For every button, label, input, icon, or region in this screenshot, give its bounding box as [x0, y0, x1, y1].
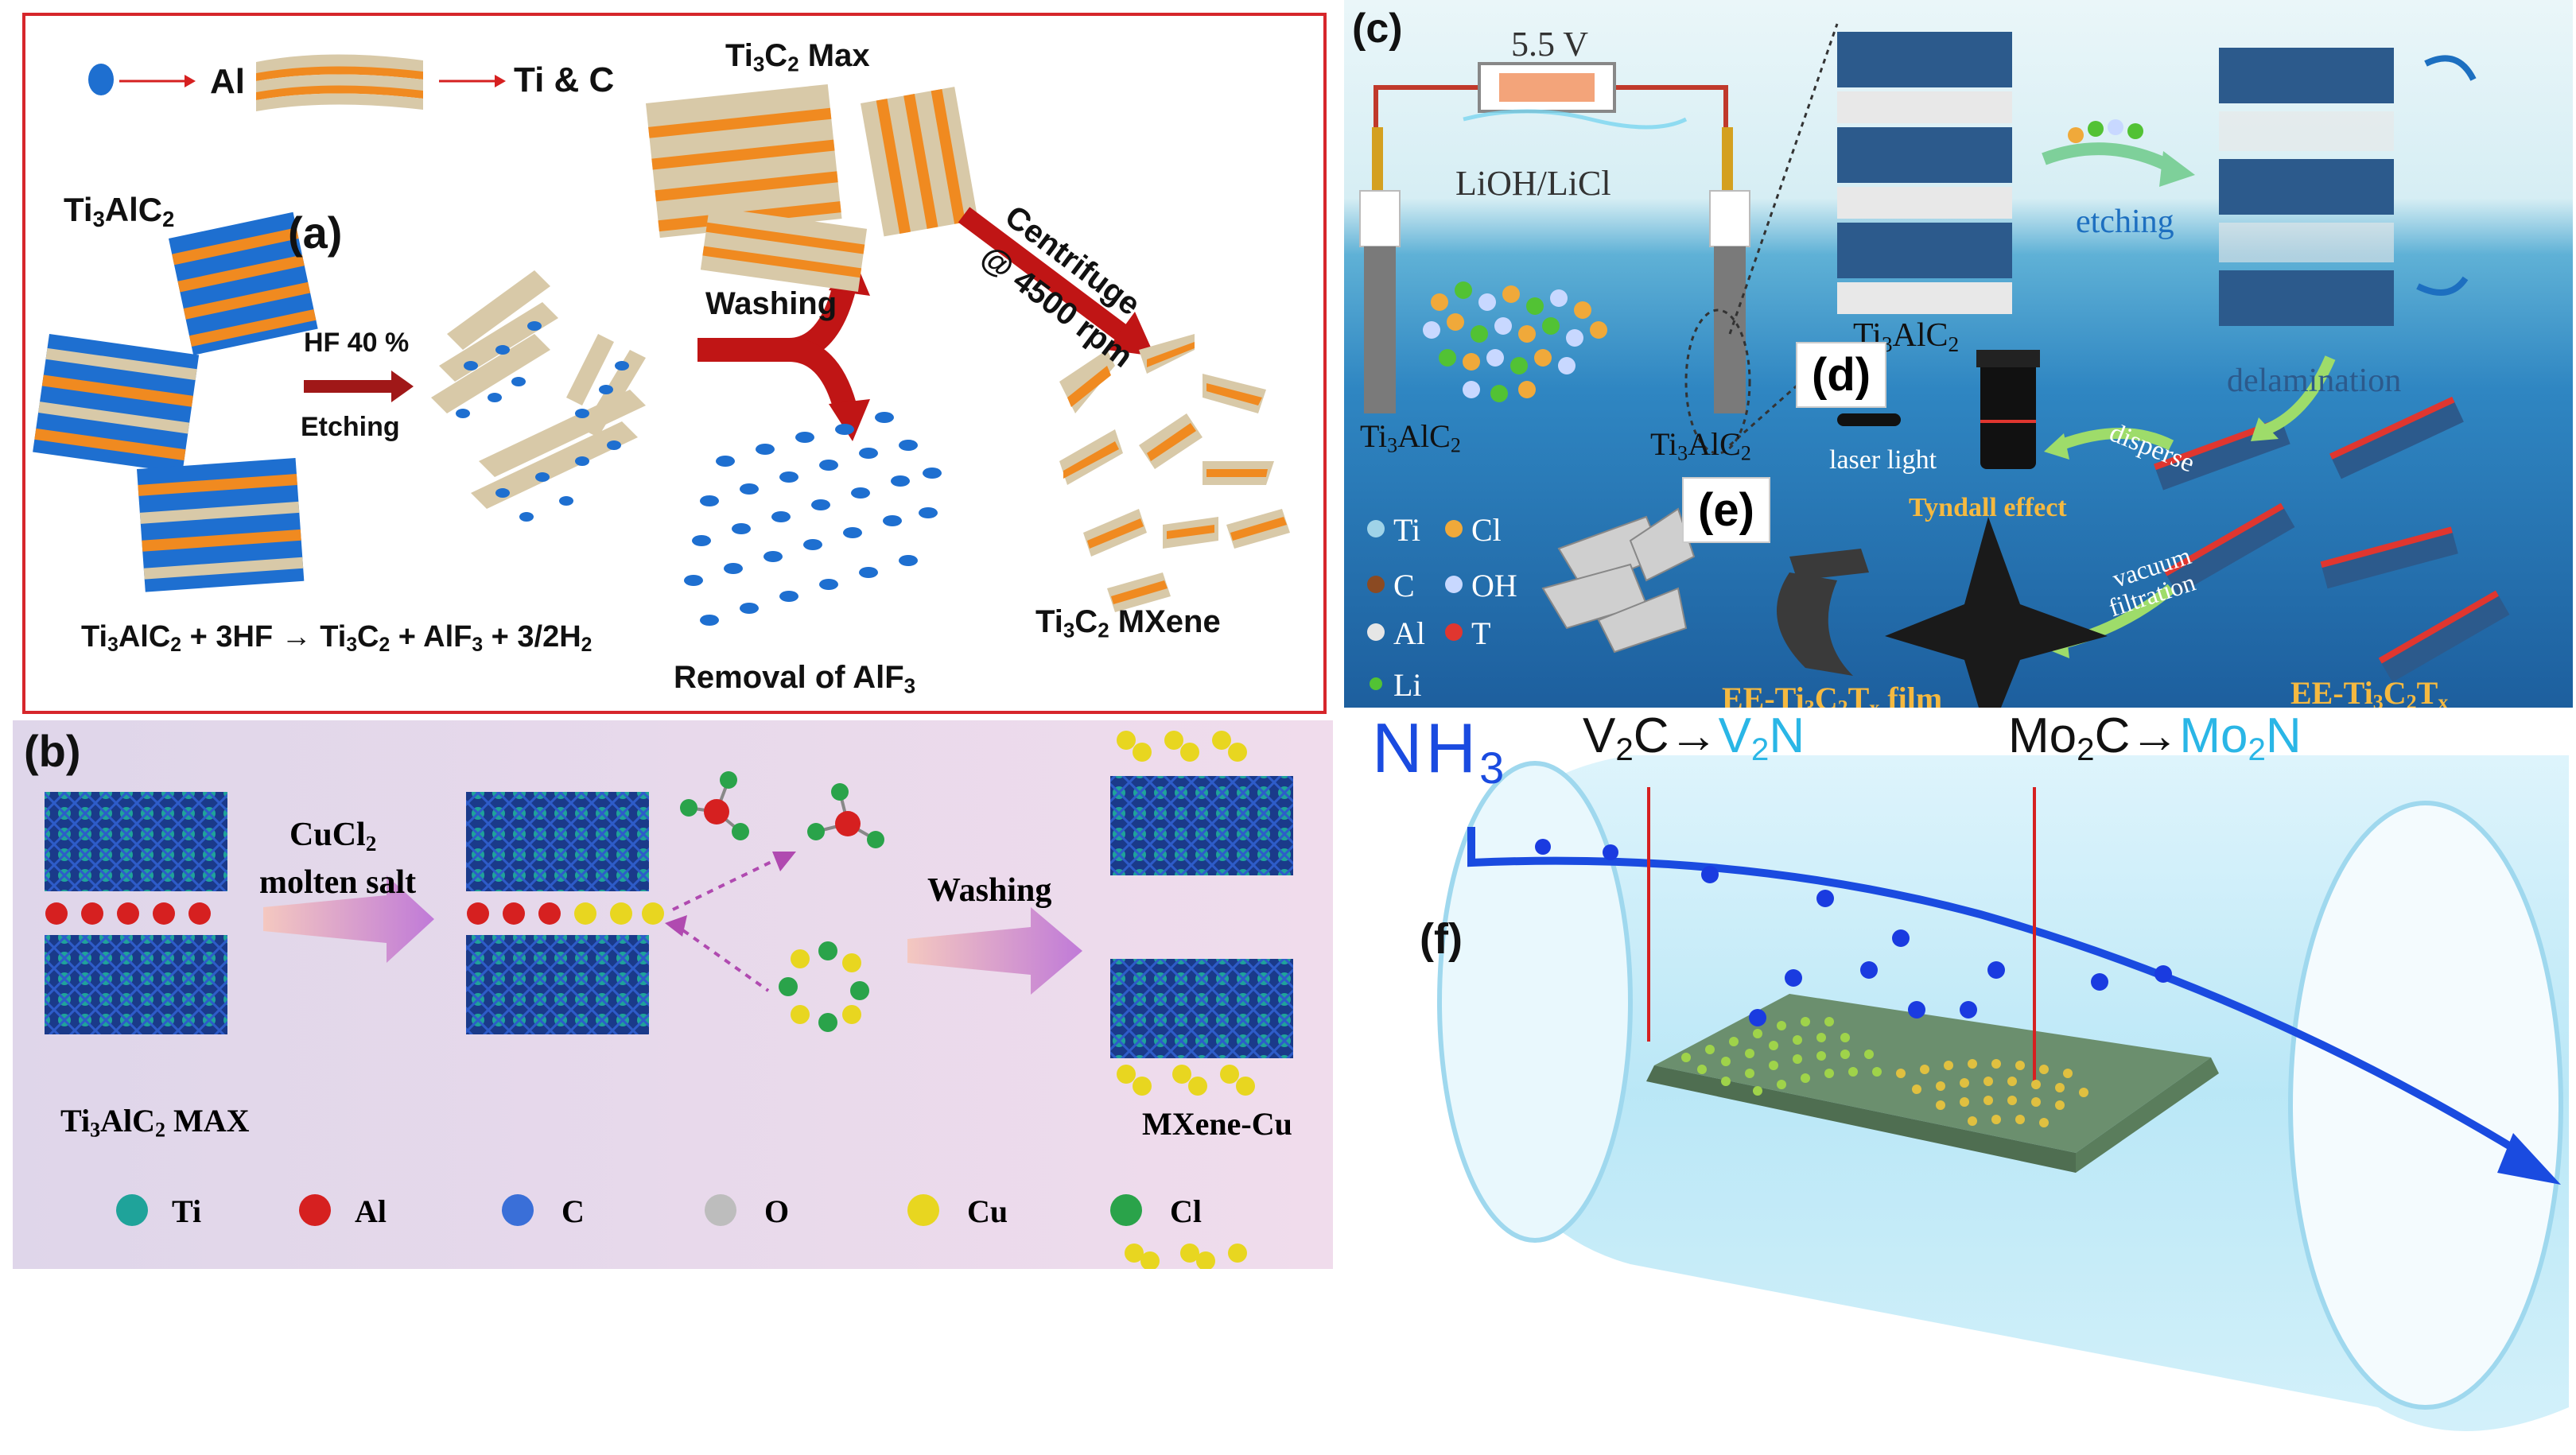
- etched-layers: [431, 270, 646, 509]
- cu-atom-icon: [907, 1194, 939, 1226]
- ti-c-layer-icon: [256, 54, 423, 111]
- etching-label: Etching: [301, 412, 400, 442]
- legend-b-c: C: [561, 1193, 585, 1229]
- gas-flow-arrow: [1467, 827, 2524, 1157]
- panel-c-label: (c): [1352, 6, 1403, 52]
- panel-b: (b) CuCl2 molten salt Washing Ti3AlC2 MA…: [13, 720, 1333, 1269]
- o-atom-icon: [705, 1194, 736, 1226]
- panel-a-label: (a): [288, 208, 343, 258]
- film-icon: [1777, 572, 1853, 676]
- mo2n-atoms: [1896, 1059, 2088, 1127]
- panel-a: (a) Al Ti & C Ti3AlC2 HF 40 % Etching Wa…: [22, 13, 1327, 714]
- washing-label: Washing: [705, 286, 837, 321]
- panel-f-graphics: [1437, 755, 2569, 1431]
- etching-c-label: etching: [2076, 204, 2174, 240]
- ti3c2-max-sheets: [646, 83, 978, 293]
- panel-f-label: (f): [1420, 915, 1463, 963]
- vial-icon: [1980, 358, 2036, 469]
- legend-c-t: T: [1471, 615, 1491, 651]
- panel-b-label: (b): [24, 726, 81, 776]
- v2c-v2n-label: V2C→V2N: [1583, 708, 1805, 768]
- tyndall-label: Tyndall effect: [1909, 493, 2067, 522]
- nh3-molecules: [1535, 839, 2172, 1026]
- legend-c-ti: Ti: [1393, 512, 1421, 548]
- legend-c-li: Li: [1393, 667, 1422, 703]
- film-label: EE-Ti3C2Tx film: [1722, 681, 1943, 708]
- legend-b-ti: Ti: [172, 1193, 202, 1229]
- legend-c-al: Al: [1393, 615, 1425, 651]
- max-label: Ti3AlC2 MAX: [60, 1103, 250, 1142]
- legend-b-cu: Cu: [967, 1193, 1008, 1229]
- washing-b-label: Washing: [927, 872, 1052, 909]
- alf3-dots: [684, 412, 942, 626]
- panel-e-label: (e): [1682, 477, 1770, 543]
- panel-d-label: (d): [1796, 342, 1887, 408]
- ti3c2-max-label: Ti3C2 Max: [725, 38, 870, 76]
- mxene-cu-label: MXene-Cu: [1142, 1106, 1292, 1142]
- etched-dots: [456, 321, 629, 522]
- v2n-atoms: [1681, 1017, 1882, 1096]
- cucl-cluster: [779, 941, 869, 1032]
- laser-pointer-icon: [1837, 413, 1901, 426]
- molten-salt-label: molten salt: [259, 864, 417, 901]
- voltage-label: 5.5 V: [1511, 25, 1588, 64]
- legend-al-label: Al: [210, 62, 245, 101]
- delamination-label: delamination: [2227, 363, 2402, 399]
- legend-tic-label: Ti & C: [514, 60, 615, 99]
- delaminated-flakes: [2153, 396, 2510, 682]
- al-atom-b-icon: [299, 1194, 331, 1226]
- mxene-flakes: [1059, 334, 1290, 612]
- nh3-label: NH3: [1372, 708, 1508, 793]
- cu-top-atoms: [1117, 731, 1255, 1269]
- electrolyte-label: LiOH/LiCl: [1455, 164, 1611, 203]
- c-atom-icon: [502, 1194, 534, 1226]
- legend-c-cl: Cl: [1471, 512, 1502, 548]
- cl-atom-icon: [1110, 1194, 1142, 1226]
- max-bottom-slab: [45, 935, 227, 1034]
- legend-b-o: O: [764, 1193, 790, 1229]
- ti3alc2-label: Ti3AlC2: [64, 191, 175, 231]
- alcl3-molecule-2: [807, 783, 884, 848]
- al-atom-icon: [88, 64, 114, 95]
- star-shape-icon: [1885, 517, 2108, 708]
- reaction-equation: Ti3AlC2 + 3HF → Ti3C2 + AlF3 + 3/2H2: [81, 620, 593, 657]
- hf-label: HF 40 %: [304, 328, 410, 358]
- electrode-right: [1714, 246, 1746, 413]
- panel-a-graphics: [33, 54, 1290, 626]
- ti-atom-icon: [116, 1194, 148, 1226]
- legend-c-oh: OH: [1471, 568, 1517, 603]
- ee-product-label: EE-Ti3C2Tx: [2290, 675, 2449, 708]
- legend-b-al: Al: [355, 1193, 387, 1229]
- substrate: [1654, 994, 2211, 1153]
- crumpled-flakes: [1541, 507, 1696, 654]
- panel-b-graphics: [45, 731, 1293, 1269]
- legend-c-c: C: [1393, 568, 1415, 603]
- ti3alc2-blocks: [33, 211, 318, 592]
- laser-label: laser light: [1829, 445, 1937, 475]
- electrode-right-label: Ti3AlC2: [1650, 426, 1751, 465]
- etched-stack: [2219, 48, 2394, 326]
- legend-b-cl: Cl: [1170, 1193, 1202, 1229]
- ion-cloud: [1423, 281, 1607, 402]
- panel-c: (c) 5.5 V LiOH/LiCl Ti3AlC2 Ti3AlC2 Ti3A…: [1344, 0, 2573, 708]
- panel-f: NH3 V2C→V2N Mo2C→Mo2N (f): [1344, 708, 2576, 1455]
- mo2c-mo2n-label: Mo2C→Mo2N: [2008, 708, 2302, 768]
- electrode-left: [1364, 246, 1396, 413]
- removal-label: Removal of AlF3: [674, 660, 916, 698]
- alcl3-molecule-1: [680, 771, 749, 840]
- panel-b-legend: Ti Al C O Cu Cl: [116, 1189, 1269, 1237]
- mxene-label: Ti3C2 MXene: [1035, 604, 1221, 642]
- cucl2-label: CuCl2: [289, 817, 377, 856]
- electrode-left-label: Ti3AlC2: [1360, 418, 1461, 457]
- panel-c-graphics: [1359, 23, 2510, 708]
- ti3alc2-stack: [1837, 32, 2012, 314]
- max-top-slab: [45, 792, 227, 891]
